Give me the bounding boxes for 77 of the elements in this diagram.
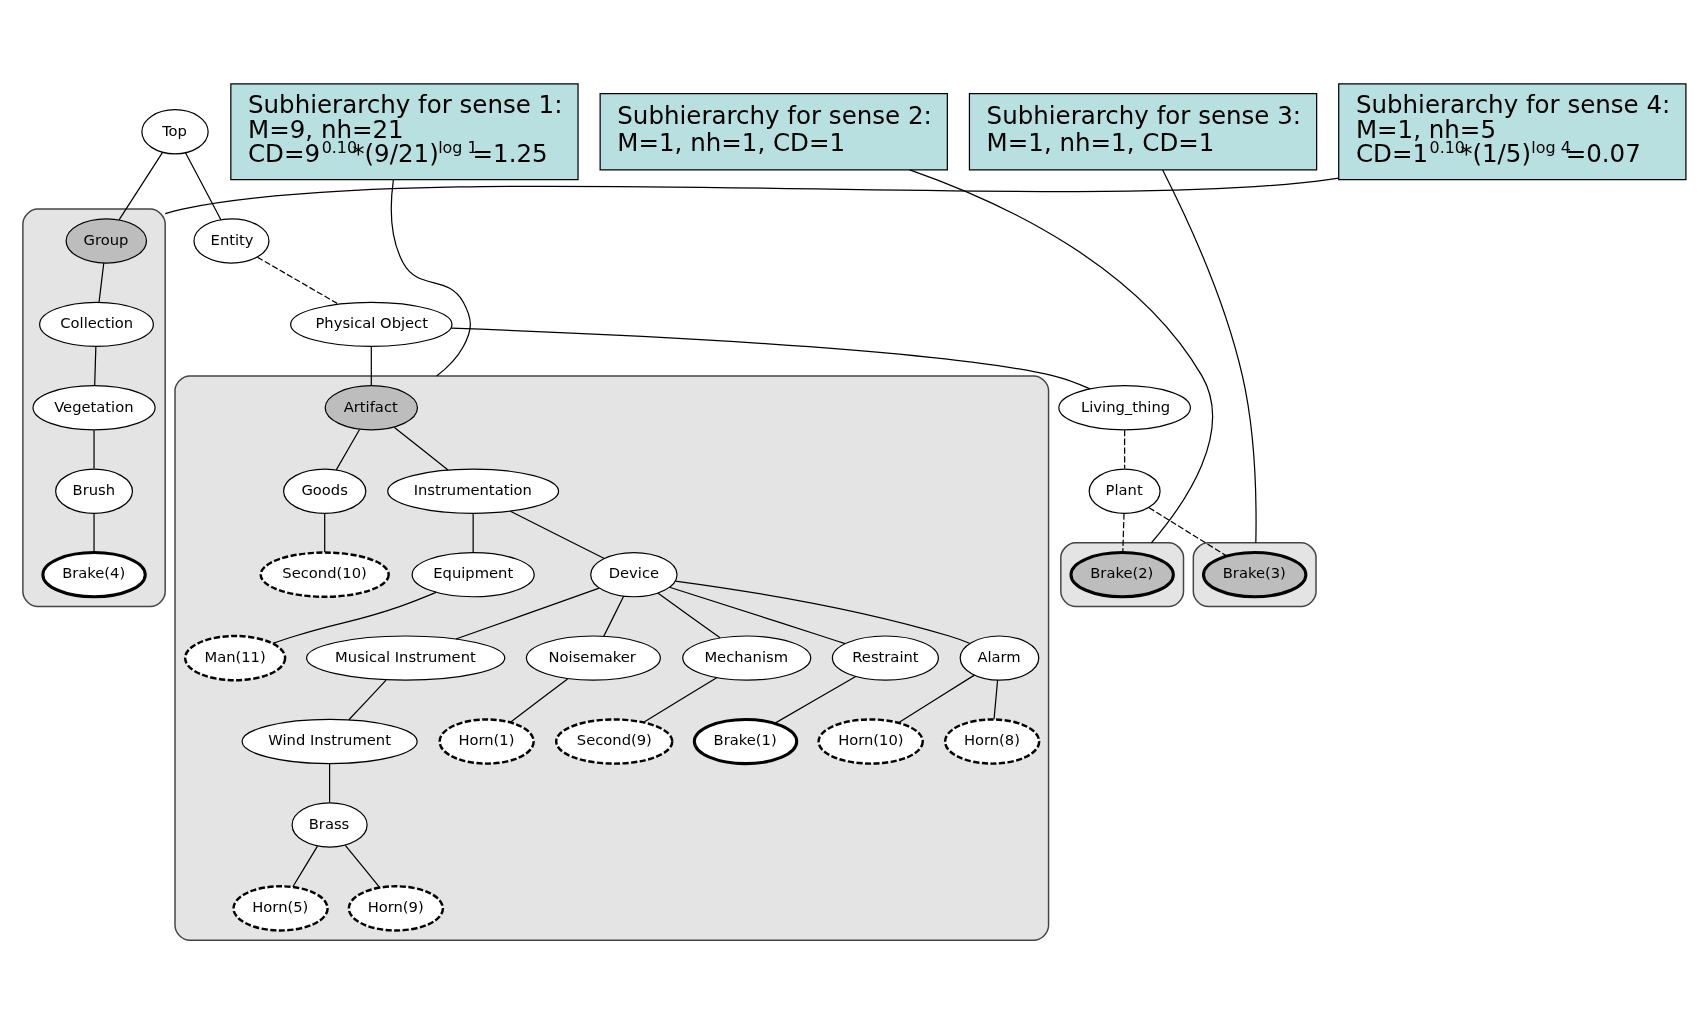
node-ellipse: Brass	[291, 801, 368, 848]
connector	[272, 591, 437, 644]
connector	[344, 844, 381, 888]
node-ellipse: Plant	[1088, 468, 1161, 514]
connector	[455, 587, 600, 640]
cluster	[174, 374, 1050, 941]
cluster	[22, 207, 166, 607]
connector	[909, 168, 1214, 543]
node-ellipse: Horn(10)	[817, 717, 924, 765]
connector	[118, 151, 164, 221]
node-ellipse: Living_thing	[1058, 384, 1191, 430]
connector	[98, 261, 105, 303]
node-ellipse: Restraint	[831, 634, 939, 681]
node-ellipse: Instrumentation	[387, 468, 560, 514]
cluster	[1060, 541, 1185, 607]
connector	[509, 510, 605, 559]
connector	[93, 429, 95, 469]
node-box: Subhierarchy for sense 3: M=1, nh=1, CD=1	[968, 92, 1318, 170]
connector	[472, 512, 474, 553]
connector	[657, 591, 721, 638]
node-ellipse: Man(11)	[183, 634, 287, 681]
node-ellipse: Brake(1)	[692, 717, 799, 765]
connector	[668, 586, 846, 644]
node-ellipse: Collection	[39, 301, 154, 347]
connector	[390, 178, 471, 377]
connector	[509, 677, 569, 723]
node-ellipse: Musical Instrument	[305, 634, 506, 681]
connector	[774, 675, 857, 724]
node-box: Subhierarchy for sense 1: M=9, nh=21 CD=9$^{0.10}$*(9/21)$^{log 1}$=1.25	[230, 82, 579, 180]
node-ellipse: Brush	[55, 468, 134, 514]
connector	[335, 428, 361, 470]
node-ellipse: Horn(1)	[438, 717, 535, 765]
connector	[93, 512, 95, 553]
connector	[898, 674, 975, 723]
node-ellipse: Horn(5)	[232, 884, 329, 932]
connector	[185, 151, 222, 220]
node-ellipse: Second(10)	[259, 550, 390, 598]
node-ellipse: Brake(2)	[1069, 550, 1175, 598]
connector	[94, 345, 97, 386]
connector	[603, 595, 625, 637]
connector	[450, 327, 1091, 389]
node-ellipse: Entity	[193, 217, 270, 264]
node-ellipse: Second(9)	[555, 717, 674, 765]
node-ellipse: Brake(4)	[41, 550, 147, 598]
node-ellipse: Physical Object	[290, 301, 453, 347]
connector	[1124, 429, 1126, 469]
node-ellipse: Alarm	[959, 634, 1040, 681]
node-ellipse: Mechanism	[682, 634, 812, 681]
connector	[1122, 512, 1125, 553]
connector	[324, 512, 326, 553]
node-ellipse: Horn(8)	[943, 717, 1041, 765]
node-ellipse: Vegetation	[32, 384, 156, 430]
connector	[292, 845, 319, 887]
node-ellipse: Top	[141, 108, 209, 154]
node-ellipse: Noisemaker	[525, 634, 661, 681]
connector	[164, 176, 1340, 214]
node-ellipse: Device	[590, 551, 678, 597]
node-ellipse: Brake(3)	[1201, 550, 1308, 598]
node-box: Subhierarchy for sense 2: M=1, nh=1, CD=1	[599, 92, 948, 170]
node-ellipse: Group	[65, 217, 148, 264]
connector	[329, 762, 331, 803]
node-ellipse: Wind Instrument	[241, 718, 418, 764]
connector	[674, 579, 971, 644]
connector	[256, 256, 339, 304]
connector	[348, 679, 387, 720]
node-ellipse: Equipment	[411, 551, 535, 597]
connector	[370, 345, 372, 386]
connector	[993, 679, 999, 720]
connector	[393, 426, 449, 471]
node-ellipse: Artifact	[324, 384, 419, 430]
connector	[1162, 168, 1257, 543]
node-ellipse: Goods	[283, 468, 367, 514]
node-box: Subhierarchy for sense 4: M=1, nh=5 CD=1$^{0.10}$*(1/5)$^{log 4}$=0.07	[1338, 82, 1687, 180]
node-ellipse: Horn(9)	[347, 884, 445, 932]
connector	[1148, 506, 1228, 557]
connector	[643, 676, 718, 723]
cluster	[1192, 541, 1317, 607]
